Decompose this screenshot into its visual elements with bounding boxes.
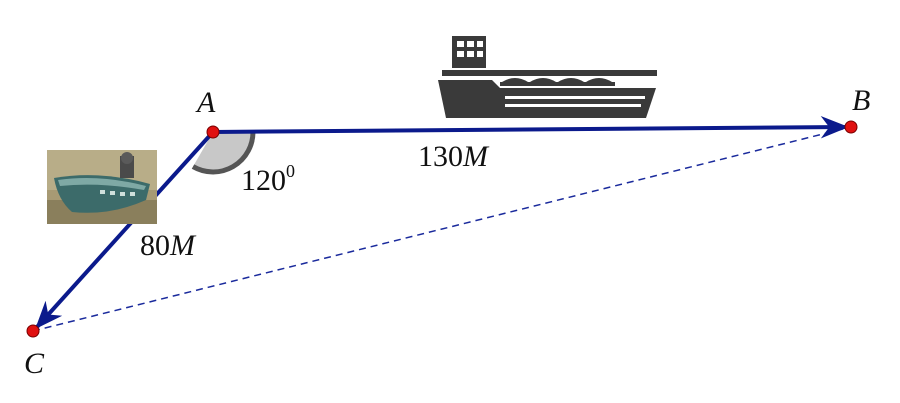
point-label-A: A	[195, 86, 216, 119]
point-A	[206, 125, 220, 139]
point-label-B: B	[852, 84, 870, 117]
angle-label: 1200	[241, 161, 295, 197]
cargo-ship-icon	[438, 36, 657, 118]
length-label-AB: 130M	[418, 140, 490, 173]
point-label-C: C	[24, 347, 45, 380]
segment-CB-dashed	[32, 126, 852, 332]
angle-arc-A	[191, 131, 256, 175]
point-C	[26, 324, 40, 338]
point-B	[844, 120, 858, 134]
motorboat-photo	[47, 150, 157, 224]
length-label-AC: 80M	[140, 229, 197, 262]
vector-AB	[212, 115, 849, 139]
vector-AC	[35, 130, 215, 330]
